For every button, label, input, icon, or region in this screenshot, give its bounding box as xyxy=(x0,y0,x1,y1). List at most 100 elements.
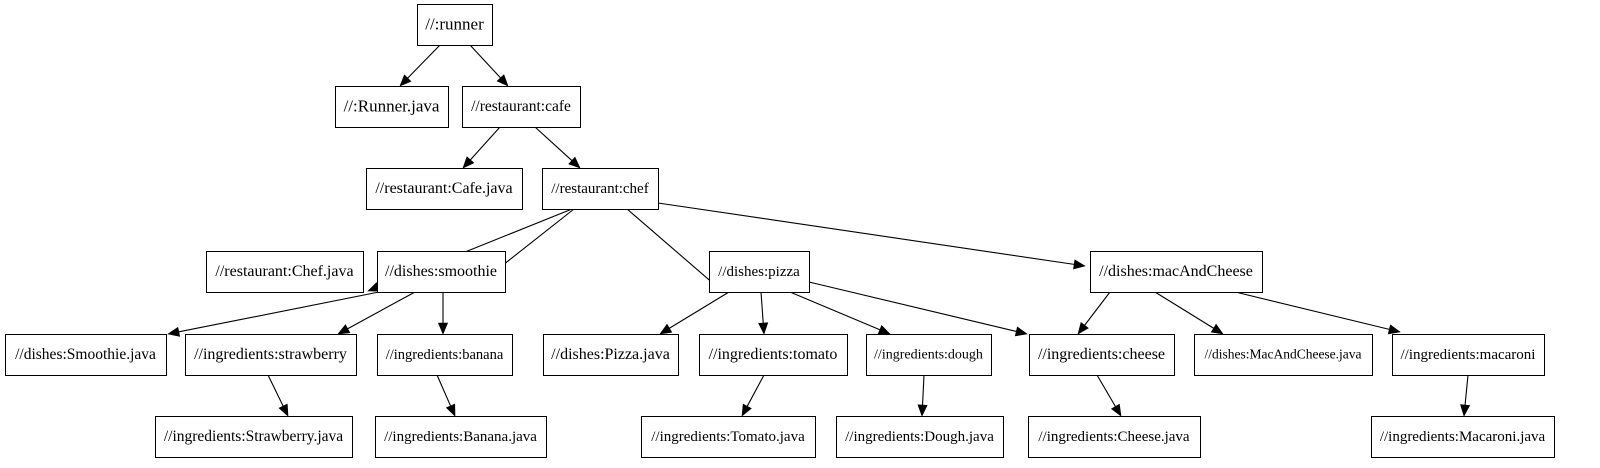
node-label: //dishes:Pizza.java xyxy=(551,346,670,363)
node-box[interactable] xyxy=(462,86,581,128)
graph-node-runner_java[interactable]: //:Runner.java xyxy=(335,86,449,128)
graph-node-ing_tomato[interactable]: //ingredients:tomato xyxy=(699,334,848,376)
graph-node-restaurant_chef[interactable]: //restaurant:chef xyxy=(542,168,659,210)
node-box[interactable] xyxy=(1028,416,1201,458)
node-box[interactable] xyxy=(866,334,992,376)
graph-edge xyxy=(337,291,416,335)
edges-layer xyxy=(167,44,1471,417)
edge-line xyxy=(1464,374,1469,406)
edge-arrowhead-icon xyxy=(437,322,449,335)
graph-node-cheese_java[interactable]: //ingredients:Cheese.java xyxy=(1028,416,1201,458)
graph-node-runner[interactable]: //:runner xyxy=(417,4,493,46)
edge-line xyxy=(469,126,501,161)
graph-node-ing_dough[interactable]: //ingredients:dough xyxy=(866,334,992,376)
node-box[interactable] xyxy=(543,334,679,376)
node-label: //ingredients:strawberry xyxy=(194,346,347,363)
graph-node-strawberry_java[interactable]: //ingredients:Strawberry.java xyxy=(155,416,353,458)
node-box[interactable] xyxy=(1029,334,1175,376)
node-box[interactable] xyxy=(417,4,493,46)
edge-line xyxy=(760,291,764,324)
node-box[interactable] xyxy=(206,251,364,293)
edge-line xyxy=(746,374,765,407)
node-box[interactable] xyxy=(155,416,353,458)
graph-edge xyxy=(659,291,730,335)
node-label: //ingredients:Banana.java xyxy=(384,429,537,445)
graph-node-ing_banana[interactable]: //ingredients:banana xyxy=(377,334,513,376)
edge-arrowhead-icon xyxy=(568,156,581,169)
node-box[interactable] xyxy=(366,168,523,210)
edge-line xyxy=(626,208,715,285)
edge-line xyxy=(1154,291,1214,329)
graph-node-restaurant_cafe[interactable]: //restaurant:cafe xyxy=(462,86,581,128)
edge-arrowhead-icon xyxy=(399,74,412,87)
node-box[interactable] xyxy=(377,251,506,293)
edge-arrowhead-icon xyxy=(1387,324,1401,335)
edge-arrowhead-icon xyxy=(1210,323,1224,335)
nodes-layer: //:runner //:Runner.java //restaurant:cafe… xyxy=(5,4,1555,458)
graph-node-dishes_macncheese[interactable]: //dishes:macAndCheese xyxy=(1090,251,1263,293)
edge-line xyxy=(178,291,380,333)
edge-arrowhead-icon xyxy=(741,403,752,417)
graph-node-ing_cheese[interactable]: //ingredients:cheese xyxy=(1029,334,1175,376)
node-box[interactable] xyxy=(5,334,167,376)
graph-node-banana_java[interactable]: //ingredients:Banana.java xyxy=(375,416,547,458)
node-box[interactable] xyxy=(1090,251,1263,293)
node-label: //dishes:MacAndCheese.java xyxy=(1204,347,1361,362)
edge-arrowhead-icon xyxy=(1014,326,1028,337)
node-box[interactable] xyxy=(1392,334,1545,376)
graph-edge xyxy=(741,374,765,417)
graph-node-pizza_java[interactable]: //dishes:Pizza.java xyxy=(543,334,679,376)
graph-node-chef_java[interactable]: //restaurant:Chef.java xyxy=(206,251,364,293)
node-label: //restaurant:Cafe.java xyxy=(375,180,512,197)
node-box[interactable] xyxy=(836,416,1004,458)
edge-line xyxy=(1218,287,1390,330)
graph-edge xyxy=(808,281,1028,337)
node-box[interactable] xyxy=(709,251,810,293)
node-label: //ingredients:Cheese.java xyxy=(1038,429,1190,445)
edge-line xyxy=(534,126,573,161)
node-box[interactable] xyxy=(641,416,816,458)
graph-edge xyxy=(789,291,891,335)
graph-edge xyxy=(758,291,769,335)
node-box[interactable] xyxy=(185,334,357,376)
node-label: //ingredients:banana xyxy=(386,347,504,363)
graph-node-tomato_java[interactable]: //ingredients:Tomato.java xyxy=(641,416,816,458)
graph-edge xyxy=(1077,291,1111,335)
graph-node-ing_macaroni[interactable]: //ingredients:macaroni xyxy=(1392,334,1545,376)
graph-edge xyxy=(1096,374,1122,417)
node-box[interactable] xyxy=(1371,416,1555,458)
edge-arrowhead-icon xyxy=(917,404,928,417)
graph-edge xyxy=(917,374,928,417)
node-box[interactable] xyxy=(375,416,547,458)
graph-edge xyxy=(626,208,723,292)
edge-arrowhead-icon xyxy=(337,324,351,335)
edge-line xyxy=(921,374,925,406)
node-box[interactable] xyxy=(1194,334,1373,376)
graph-node-ing_strawberry[interactable]: //ingredients:strawberry xyxy=(185,334,357,376)
graph-node-dishes_smoothie[interactable]: //dishes:smoothie xyxy=(377,251,506,293)
node-box[interactable] xyxy=(542,168,659,210)
edge-line xyxy=(436,374,452,407)
graph-node-smoothie_java[interactable]: //dishes:Smoothie.java xyxy=(5,334,167,376)
edge-line xyxy=(789,291,881,331)
graph-node-dough_java[interactable]: //ingredients:Dough.java xyxy=(836,416,1004,458)
graph-edge xyxy=(469,44,509,87)
node-box[interactable] xyxy=(699,334,848,376)
node-box[interactable] xyxy=(335,86,449,128)
node-box[interactable] xyxy=(377,334,513,376)
node-label: //:Runner.java xyxy=(344,96,440,115)
edge-arrowhead-icon xyxy=(659,323,673,335)
edge-line xyxy=(347,291,416,330)
graph-edge xyxy=(167,291,380,337)
node-label: //ingredients:tomato xyxy=(709,346,838,363)
edge-arrowhead-icon xyxy=(877,324,891,335)
node-label: //restaurant:cafe xyxy=(471,98,571,115)
graph-node-macncheese_java[interactable]: //dishes:MacAndCheese.java xyxy=(1194,334,1373,376)
graph-node-cafe_java[interactable]: //restaurant:Cafe.java xyxy=(366,168,523,210)
node-label: //ingredients:Strawberry.java xyxy=(164,428,343,445)
graph-node-dishes_pizza[interactable]: //dishes:pizza xyxy=(709,251,810,293)
graph-node-macaroni_java[interactable]: //ingredients:Macaroni.java xyxy=(1371,416,1555,458)
node-label: //dishes:Smoothie.java xyxy=(15,346,156,363)
